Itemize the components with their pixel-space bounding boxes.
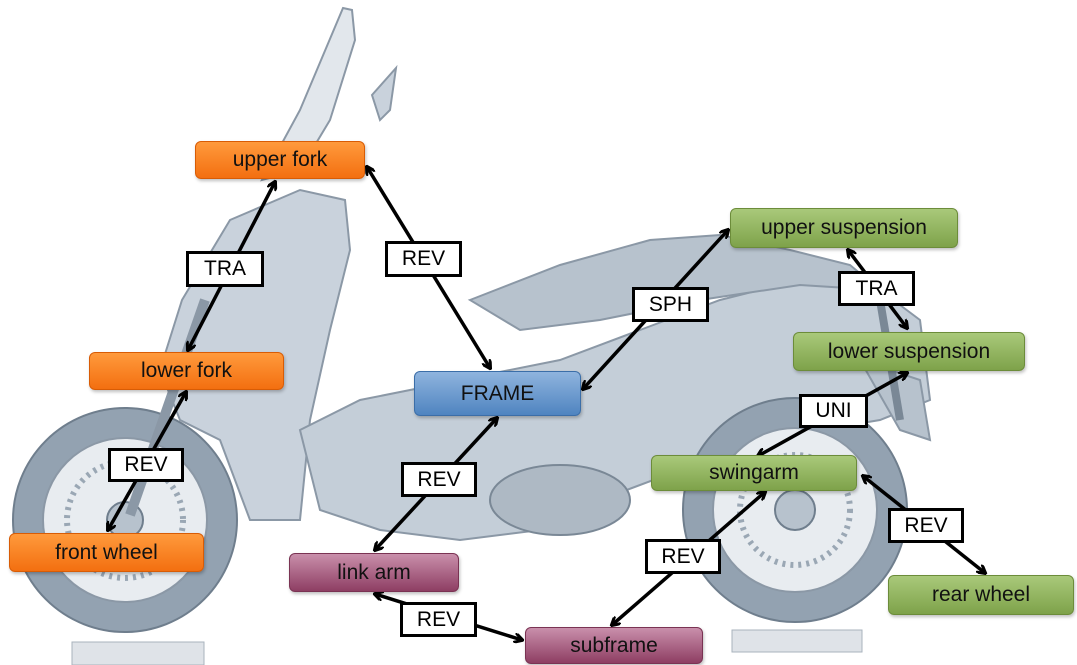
joint-label-rev-swing-subframe: REV bbox=[645, 539, 721, 574]
joint-label-uni: UNI bbox=[799, 394, 868, 428]
front-stand bbox=[71, 641, 205, 665]
body-label: subframe bbox=[570, 633, 658, 657]
body-label: upper fork bbox=[232, 148, 328, 171]
body-label: link arm bbox=[337, 560, 411, 584]
body-label: rear wheel bbox=[931, 583, 1031, 606]
rear-stand bbox=[731, 629, 863, 653]
body-link-arm: link arm bbox=[289, 553, 459, 592]
body-label: lower fork bbox=[140, 359, 233, 382]
joint-label-tra-suspension: TRA bbox=[838, 271, 915, 306]
body-frame: FRAME bbox=[414, 371, 581, 416]
body-label: lower suspension bbox=[827, 339, 991, 363]
body-subframe: subframe bbox=[525, 627, 703, 664]
body-upper-fork: upper fork bbox=[195, 141, 365, 179]
body-upper-suspension: upper suspension bbox=[730, 208, 958, 248]
body-front-wheel: front wheel bbox=[9, 533, 204, 572]
body-label: FRAME bbox=[460, 381, 535, 405]
body-rear-wheel: rear wheel bbox=[888, 575, 1074, 615]
body-label: upper suspension bbox=[761, 216, 927, 239]
joint-label-rev-swing-wheel: REV bbox=[888, 508, 964, 543]
body-swingarm: swingarm bbox=[651, 455, 857, 491]
body-lower-fork: lower fork bbox=[89, 352, 284, 390]
mirror bbox=[370, 64, 398, 122]
body-label: swingarm bbox=[709, 461, 799, 484]
joint-label-rev-frame-linkarm: REV bbox=[401, 462, 477, 497]
joint-label-rev-front-wheel: REV bbox=[108, 448, 184, 482]
joint-label-rev-linkarm-subframe: REV bbox=[400, 602, 477, 637]
joint-label-sph: SPH bbox=[632, 287, 709, 322]
joint-label-rev-upperfork-frame: REV bbox=[385, 241, 462, 277]
joint-label-tra-fork: TRA bbox=[186, 251, 264, 287]
body-label: front wheel bbox=[55, 540, 158, 564]
body-lower-suspension: lower suspension bbox=[793, 332, 1025, 371]
